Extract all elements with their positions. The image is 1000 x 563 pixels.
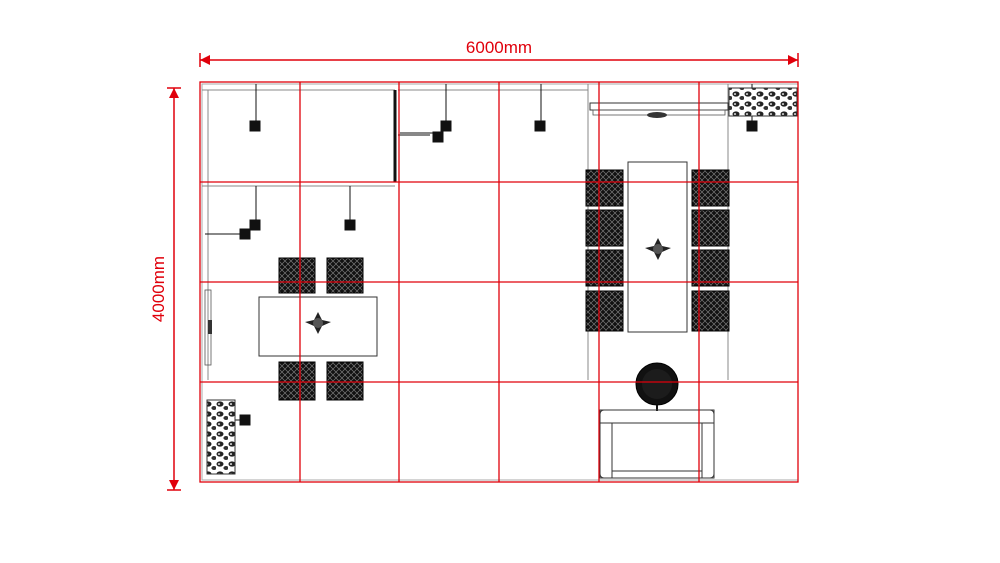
left-chairs bbox=[278, 257, 364, 401]
left-meeting-table bbox=[258, 296, 378, 357]
planter-top-right bbox=[728, 87, 798, 117]
right-meeting-table bbox=[627, 161, 688, 333]
sofa bbox=[599, 409, 715, 479]
planter-bottom-left bbox=[206, 399, 236, 475]
measurement-grid bbox=[199, 81, 799, 483]
height-dimension: 4000mm bbox=[149, 87, 181, 491]
right-chairs bbox=[585, 169, 730, 332]
height-label: 4000mm bbox=[149, 256, 168, 322]
wall-screen bbox=[589, 102, 729, 118]
width-label: 6000mm bbox=[466, 38, 532, 57]
left-wall-panel bbox=[204, 289, 212, 366]
round-stool bbox=[635, 362, 679, 411]
width-dimension: 6000mm bbox=[199, 38, 799, 67]
